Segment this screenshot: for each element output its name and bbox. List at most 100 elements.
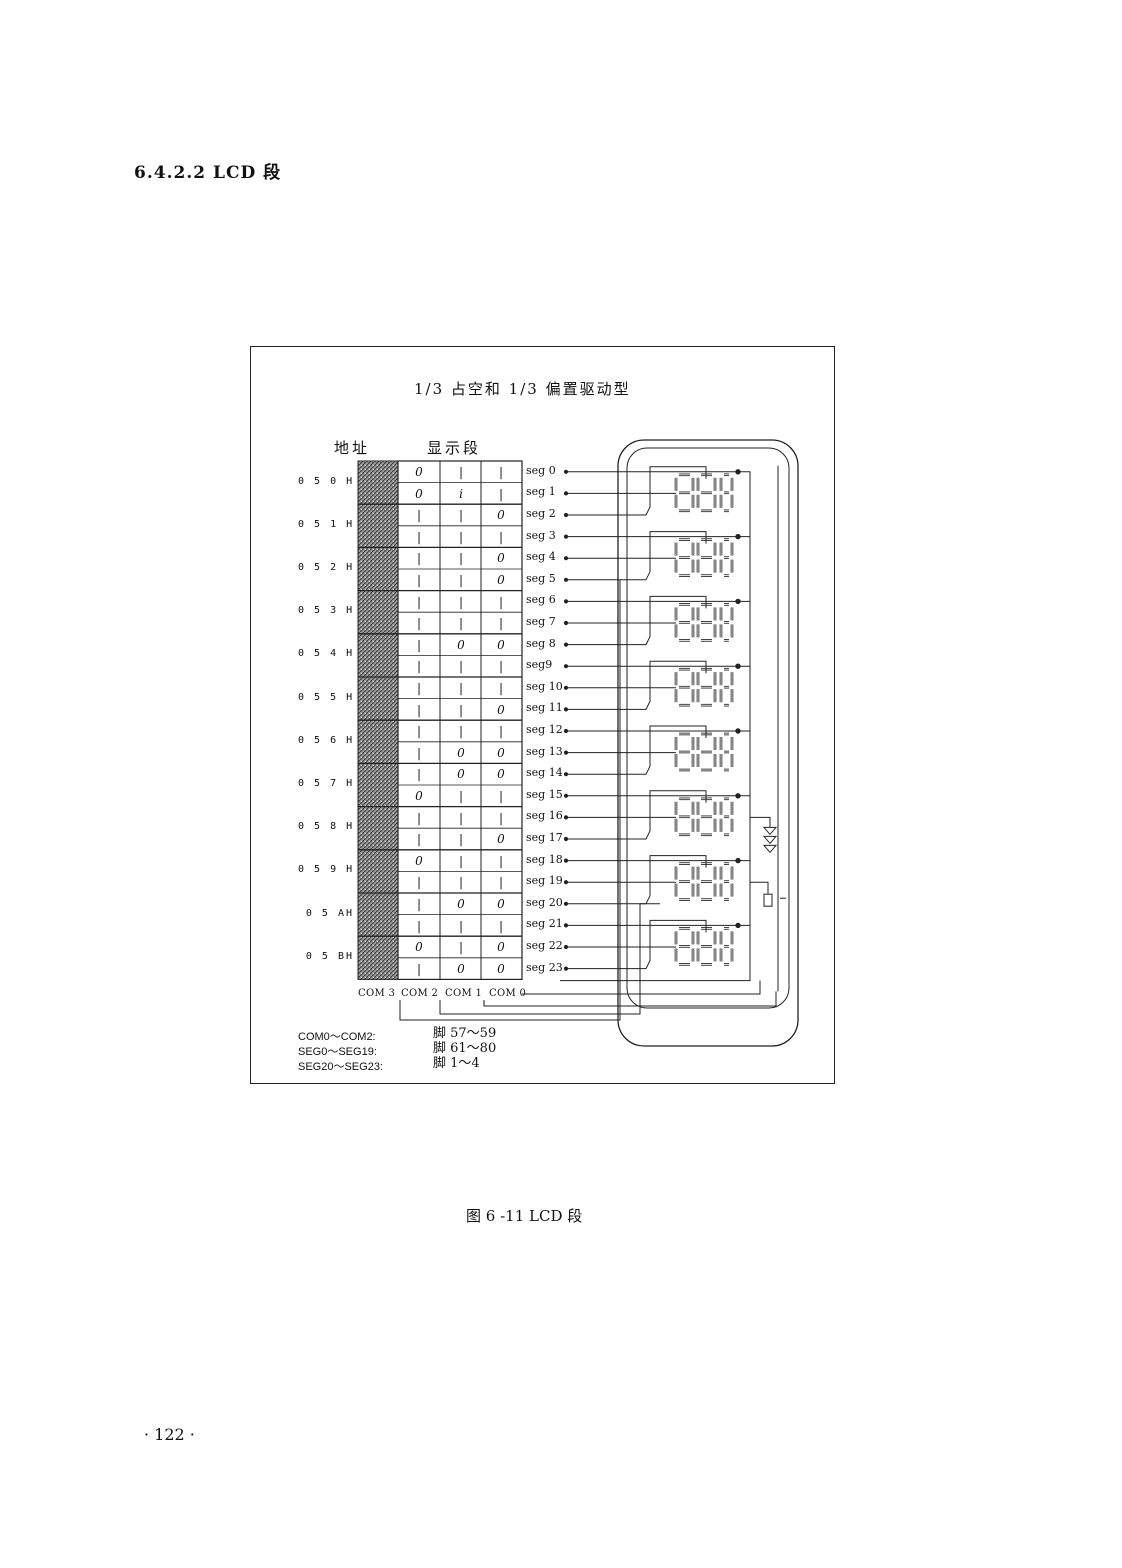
segment-cell: | xyxy=(498,853,504,868)
segment-cell: | xyxy=(416,875,422,890)
seg-terminal xyxy=(563,944,569,950)
seg-terminal xyxy=(563,620,569,626)
segment-cell: 0 xyxy=(497,897,505,911)
segment-cell: | xyxy=(458,724,464,739)
lcd-digit xyxy=(674,732,695,772)
segment-cell: 0 xyxy=(457,745,465,760)
seg-wire xyxy=(566,790,707,840)
seg-terminal xyxy=(563,469,569,474)
lcd-digit xyxy=(719,797,734,837)
segment-cell: | xyxy=(416,616,422,631)
seg-label: seg 21 xyxy=(526,917,563,931)
segment-cell: | xyxy=(416,961,422,976)
seg-label: seg 0 xyxy=(526,463,556,477)
common-bus xyxy=(738,860,751,907)
segment-cell: | xyxy=(498,724,504,739)
lcd-panel-inner xyxy=(626,447,790,1009)
seg-label: seg 16 xyxy=(526,809,563,823)
seg-label: seg 8 xyxy=(526,636,556,650)
page-number: · 122 · xyxy=(144,1425,195,1444)
segment-cell: 0 xyxy=(457,767,465,782)
segment-cell: | xyxy=(458,529,464,544)
pin-note-signal: SEG20～SEG23: xyxy=(298,1061,383,1073)
seg-terminal xyxy=(563,966,569,971)
segment-cell: | xyxy=(416,767,422,782)
seg-label: seg 11 xyxy=(526,701,563,715)
seg-label: seg 6 xyxy=(526,593,556,607)
segment-cell: 0 xyxy=(457,961,465,976)
seg-terminal xyxy=(563,664,569,669)
seg-terminal xyxy=(563,836,569,842)
seg-wire xyxy=(566,919,707,970)
segment-cell: 0 xyxy=(497,508,505,523)
common-bus xyxy=(738,730,751,778)
indicator-triangle xyxy=(762,826,778,836)
segment-cell: 0 xyxy=(415,853,423,868)
segment-cell: 0 xyxy=(497,767,505,782)
seg-terminal xyxy=(563,599,569,604)
segment-cell: | xyxy=(498,465,504,479)
address-label: 0 5 1 H xyxy=(298,518,355,530)
seg-label: seg 17 xyxy=(526,831,563,844)
segment-cell: 0 xyxy=(497,961,505,976)
seg-terminal xyxy=(563,772,569,777)
pin-note-pins: 脚 57～59 xyxy=(433,1026,497,1041)
lcd-digit xyxy=(674,538,695,577)
segment-cell: | xyxy=(416,681,422,695)
com3-wire xyxy=(399,579,621,1021)
com2-wire xyxy=(439,903,660,1015)
seg-label: seg 5 xyxy=(526,571,556,585)
address-label: 0 5 7 H xyxy=(298,778,355,789)
lcd-digit xyxy=(719,732,734,772)
segment-cell: | xyxy=(498,810,504,825)
address-label: 0 5 6 H xyxy=(298,734,355,746)
seg-label: seg 19 xyxy=(526,874,563,888)
segment-cell: | xyxy=(458,875,464,890)
lcd-digit xyxy=(674,473,695,513)
segment-cell: 0 xyxy=(497,702,505,717)
segment-cell: | xyxy=(416,529,422,544)
seg-wire xyxy=(566,660,707,710)
address-label: 0 5 0 H xyxy=(298,475,355,487)
address-label: 0 5 9 H xyxy=(298,864,355,876)
segment-cell: 0 xyxy=(415,940,423,955)
segment-cell: | xyxy=(416,745,422,760)
segment-cell: | xyxy=(416,573,422,587)
pin-note-pins: 脚 1～4 xyxy=(433,1056,480,1071)
segment-cell: i xyxy=(459,486,463,501)
segment-cell: | xyxy=(498,875,504,890)
segment-cell: 0 xyxy=(457,637,465,652)
segment-cell: | xyxy=(498,594,504,609)
segment-cell: | xyxy=(458,702,464,717)
segment-cell: | xyxy=(458,832,464,847)
seg-label: seg 15 xyxy=(526,787,563,801)
address-label: 0 5 8 H xyxy=(298,821,355,833)
seg-wire xyxy=(566,531,707,581)
seg-label: seg 20 xyxy=(526,895,563,909)
lcd-digit xyxy=(719,667,734,707)
segment-cell: | xyxy=(416,810,422,825)
segment-cell: | xyxy=(458,616,464,631)
common-return xyxy=(560,471,751,982)
seg-terminal xyxy=(563,880,569,885)
segment-cell: | xyxy=(458,594,464,609)
segment-cell: | xyxy=(458,573,464,587)
seg-terminal xyxy=(563,750,569,755)
seg-terminal xyxy=(563,534,569,539)
common-bus xyxy=(738,471,751,518)
segment-cell: 0 xyxy=(497,832,505,847)
seg-terminal xyxy=(563,793,569,798)
common-bus xyxy=(738,924,751,972)
lcd-digit xyxy=(696,862,717,901)
component-body xyxy=(763,893,773,907)
seg-label: seg 23 xyxy=(526,960,563,974)
lcd-digit xyxy=(674,927,695,966)
segment-cell: | xyxy=(458,659,464,674)
lcd-digit xyxy=(674,667,695,707)
common-bus xyxy=(738,665,751,713)
pin-note-pins: 脚 61～80 xyxy=(433,1041,497,1056)
seg-label: seg 1 xyxy=(526,485,556,499)
seg-label: seg 3 xyxy=(526,528,556,542)
lcd-digit xyxy=(719,862,734,901)
